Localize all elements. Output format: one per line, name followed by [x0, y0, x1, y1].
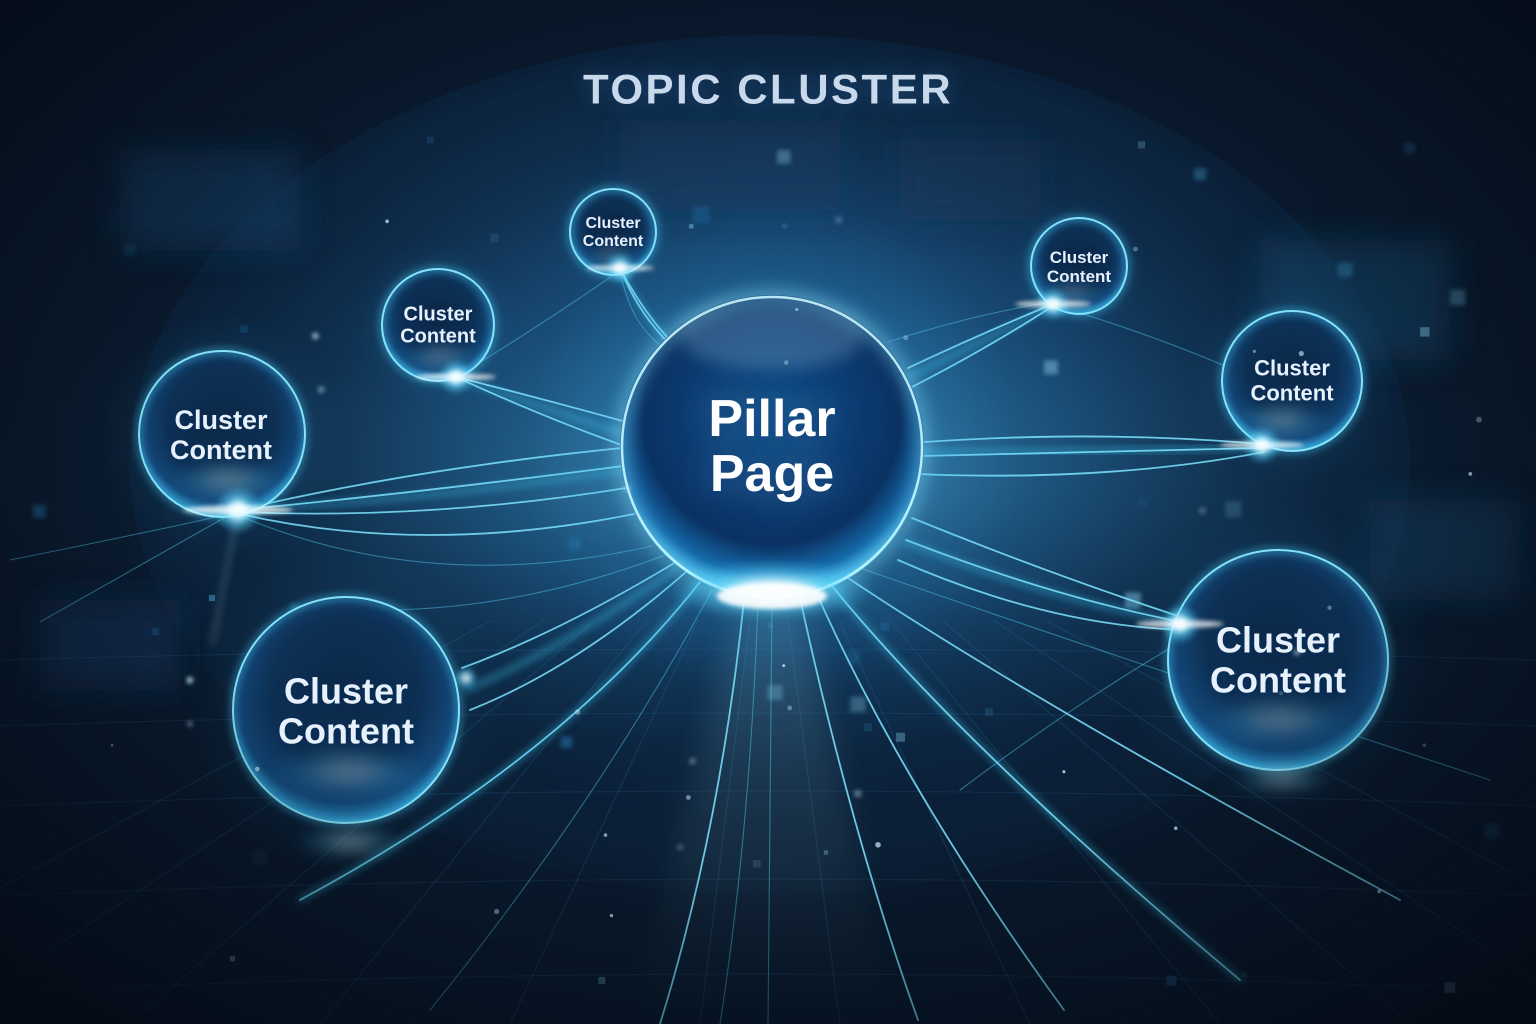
topic-cluster-diagram: TOPIC CLUSTER Pillar Page Cluster Conten…: [0, 0, 1536, 1024]
vignette-overlay: [0, 0, 1536, 1024]
diagram-canvas: [0, 0, 1536, 1024]
